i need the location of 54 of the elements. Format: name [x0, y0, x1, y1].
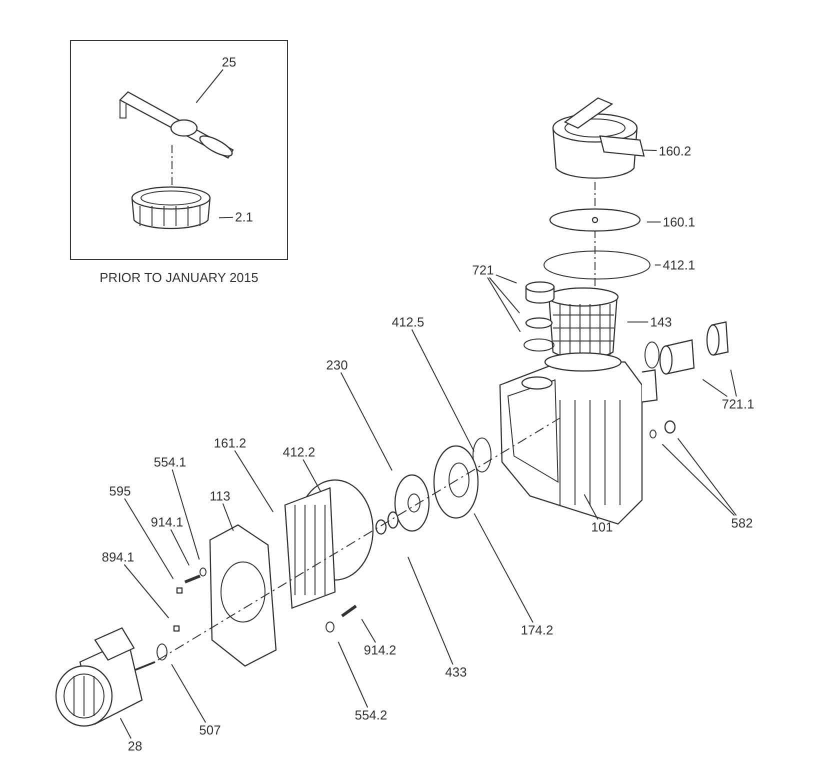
callout-number: 113 — [210, 490, 230, 502]
callout-number: 160.2 — [658, 144, 692, 158]
leader-line — [677, 438, 737, 516]
leader-line — [338, 641, 368, 708]
callout-number: 721.1 — [722, 398, 754, 410]
callout-number: 161.2 — [214, 436, 246, 450]
leader-line — [702, 378, 728, 397]
leader-line — [302, 459, 322, 492]
callout-number: 174.2 — [520, 624, 554, 636]
leader-line — [662, 444, 735, 516]
leader-line — [643, 150, 658, 152]
leader-line — [124, 498, 174, 580]
leader-line — [408, 556, 454, 665]
callout-number: 507 — [199, 724, 221, 736]
leader-line — [222, 503, 234, 532]
leader-line — [120, 718, 132, 739]
callout-number: 554.1 — [154, 456, 186, 468]
leader-line — [170, 529, 190, 566]
callout-number: 25 — [222, 56, 236, 68]
leader-line — [495, 274, 518, 284]
leader-line — [488, 277, 520, 314]
callout-number: 894.1 — [102, 550, 134, 564]
callout-number: 582 — [731, 516, 753, 530]
leader-line — [487, 277, 521, 332]
leader-line — [340, 372, 392, 471]
leader-line — [172, 469, 200, 560]
callout-number: 433 — [445, 666, 467, 678]
leader-line — [196, 69, 224, 104]
callout-number: 554.2 — [354, 708, 388, 722]
leader-line — [234, 450, 274, 512]
callout-number: 230 — [326, 358, 348, 372]
leader-line — [584, 494, 598, 520]
callout-number: 412.2 — [282, 446, 316, 458]
leader-line — [124, 564, 170, 618]
inset-frame — [70, 40, 288, 260]
callout-number: 914.2 — [364, 644, 396, 656]
inset-caption: PRIOR TO JANUARY 2015 — [98, 269, 260, 287]
callout-number: 2.1 — [234, 210, 254, 224]
callout-number: 28 — [128, 740, 142, 752]
callout-number: 160.1 — [662, 216, 696, 228]
leader-line — [730, 369, 737, 397]
callout-number: 101 — [591, 520, 613, 534]
callout-number: 721 — [472, 264, 494, 276]
leader-line — [171, 664, 206, 723]
leader-line — [411, 329, 475, 452]
leader-line — [218, 216, 234, 218]
leader-line — [654, 264, 662, 266]
callout-number: 412.1 — [662, 258, 696, 272]
callout-number: 143 — [650, 316, 672, 328]
leader-line — [361, 618, 376, 643]
callout-number: 595 — [109, 484, 131, 498]
leader-line — [474, 512, 534, 623]
callout-number: 914.1 — [150, 516, 184, 528]
callout-number: 412.5 — [392, 316, 424, 328]
